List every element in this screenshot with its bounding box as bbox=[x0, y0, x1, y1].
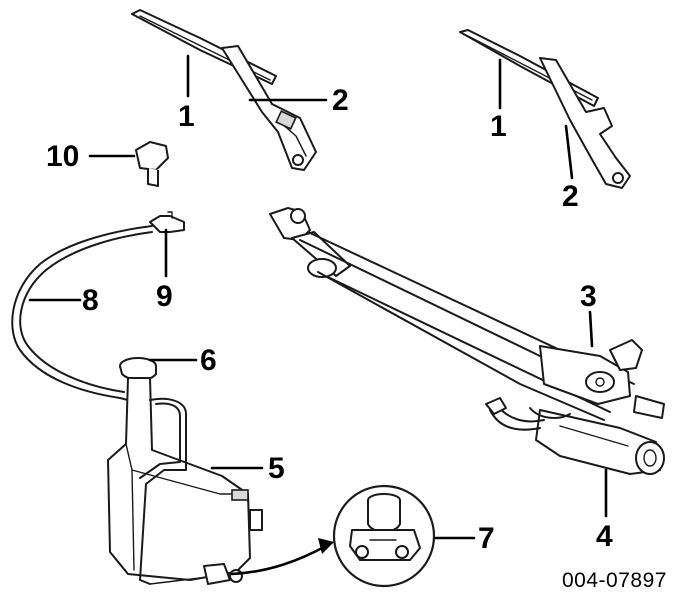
right-wiper-arm bbox=[459, 29, 631, 189]
wiper-motor bbox=[485, 397, 665, 475]
washer-nozzle bbox=[135, 141, 169, 187]
washer-reservoir bbox=[107, 377, 263, 585]
washer-hose bbox=[11, 225, 153, 401]
callout-4: 4 bbox=[596, 520, 613, 553]
diagram-code: 004-07897 bbox=[562, 569, 667, 592]
left-wiper-arm bbox=[131, 9, 317, 171]
callout-1-right: 1 bbox=[490, 110, 507, 143]
callout-7: 7 bbox=[478, 522, 495, 555]
reservoir-cap bbox=[119, 357, 157, 381]
pump-location-arrow bbox=[230, 544, 328, 576]
callout-9: 9 bbox=[156, 280, 173, 313]
washer-pump-detail bbox=[332, 484, 436, 588]
callout-1-left: 1 bbox=[178, 100, 195, 133]
callout-6: 6 bbox=[200, 344, 217, 377]
callout-8: 8 bbox=[82, 284, 99, 317]
hose-connector bbox=[149, 211, 185, 233]
leader-lines bbox=[28, 54, 608, 540]
callout-2-left: 2 bbox=[332, 84, 349, 117]
wiper-linkage bbox=[269, 207, 665, 421]
callout-5: 5 bbox=[268, 452, 285, 485]
callout-3: 3 bbox=[580, 280, 597, 313]
pump-location-arrowhead bbox=[318, 538, 334, 554]
callout-2-right: 2 bbox=[562, 180, 579, 213]
callout-10: 10 bbox=[46, 140, 80, 173]
